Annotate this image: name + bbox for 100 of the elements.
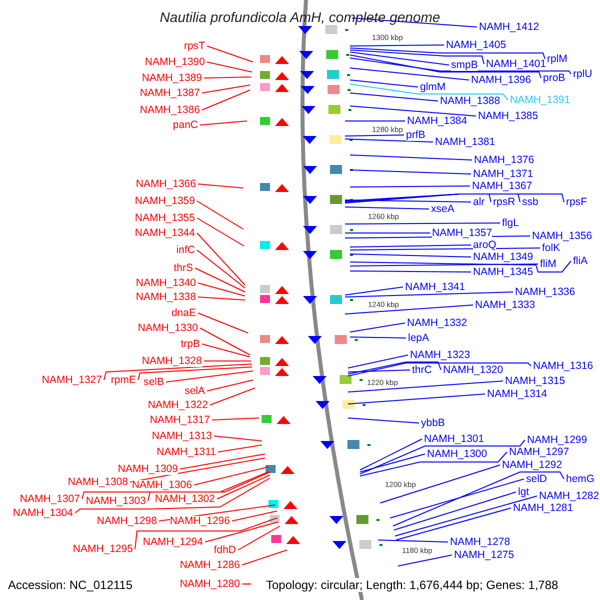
- leader-line: [202, 344, 250, 358]
- leader-line: [344, 194, 520, 202]
- leader-line: [394, 496, 538, 536]
- leader-line: [344, 138, 434, 142]
- leader-line: [204, 76, 252, 78]
- gene-label: folK: [542, 242, 560, 254]
- gene-label: NAMH_1311: [156, 446, 216, 458]
- gene-label: panC: [172, 120, 198, 130]
- gene-label: rpsT: [184, 40, 205, 52]
- leader-line: [344, 206, 430, 210]
- leader-line: [200, 120, 248, 126]
- leader-line: [206, 62, 252, 72]
- gene-label: NAMH_1316: [533, 360, 594, 372]
- leader-line: [218, 444, 262, 452]
- leader-line: [350, 260, 572, 272]
- title: Nautilia profundicola AmH, complete genome: [158, 9, 442, 25]
- gene-label: NAMH_1302: [154, 494, 215, 504]
- gene-label: NAMH_1280: [180, 578, 240, 590]
- leader-line: [204, 522, 278, 542]
- leader-line: [212, 418, 260, 420]
- leader-line: [344, 304, 474, 314]
- leader-line: [138, 366, 252, 380]
- gene-label: NAMH_1330: [138, 322, 198, 334]
- leader-line: [350, 336, 406, 338]
- gene-label: NAMH_1391: [510, 94, 570, 106]
- leader-line: [348, 418, 420, 424]
- gene-label: trpB: [180, 338, 200, 350]
- leader-line: [344, 292, 514, 298]
- leader-line: [350, 170, 472, 174]
- gene-label: NAMH_1278: [450, 536, 510, 548]
- gene-label: NAMH_1322: [148, 400, 208, 410]
- gene-label: NAMH_1296: [170, 516, 230, 526]
- leader-line: [344, 120, 406, 122]
- leader-line: [166, 370, 254, 382]
- gene-label: NAMH_1300: [427, 448, 488, 460]
- leader-line: [394, 492, 516, 530]
- leader-line: [74, 478, 270, 514]
- gene-label: flgL: [502, 218, 519, 228]
- leader-line: [350, 68, 470, 80]
- gene-label: smpB: [451, 60, 478, 70]
- gene-label: NAMH_1323: [410, 350, 470, 360]
- gene-label: NAMH_1371: [473, 168, 534, 180]
- leader-line: [350, 186, 470, 188]
- footer-text: Accession: NC_012115: [8, 578, 133, 592]
- leader-line: [344, 194, 492, 202]
- leader-line: [194, 268, 246, 292]
- gene-label: NAMH_1282: [539, 490, 600, 502]
- leader-line: [344, 134, 404, 136]
- leader-line: [206, 46, 254, 62]
- gene-label: NAMH_1340: [136, 278, 196, 288]
- leader-line: [350, 264, 538, 266]
- gene-label: NAMH_1367: [472, 180, 532, 192]
- leader-line: [350, 270, 472, 272]
- gene-label: dnaE: [171, 308, 196, 318]
- leader-line: [242, 550, 288, 566]
- leader-line: [238, 526, 280, 550]
- gene-label: NAMH_1295: [72, 544, 133, 554]
- leader-line: [348, 394, 486, 404]
- leader-line: [350, 50, 484, 64]
- leader-line: [350, 244, 472, 248]
- gene-label: aroQ: [473, 240, 496, 250]
- leader-line: [350, 248, 540, 250]
- gene-label: infC: [176, 244, 195, 256]
- gene-label: rpsF: [566, 196, 587, 208]
- leader-line: [206, 380, 254, 392]
- gene-label: NAMH_1292: [502, 460, 562, 470]
- gene-label: NAMH_1303: [86, 496, 146, 506]
- gene-label: NAMH_1306: [132, 480, 192, 490]
- gene-label: NAMH_1304: [12, 508, 73, 518]
- leader-line: [350, 44, 444, 46]
- gene-label: thrC: [412, 364, 432, 376]
- gene-label: selD: [526, 474, 548, 484]
- gene-label: NAMH_1387: [140, 88, 200, 98]
- gene-label: rplU: [573, 68, 592, 80]
- gene-label: NAMH_1320: [443, 364, 504, 376]
- leader-line: [378, 540, 448, 542]
- leader-line: [360, 438, 422, 470]
- leader-line: [348, 380, 504, 392]
- gene-label: fliM: [540, 258, 556, 270]
- gene-label: NAMH_1297: [509, 446, 570, 458]
- gene-label: NAMH_1336: [515, 286, 576, 298]
- gene-label: NAMH_1390: [144, 56, 205, 68]
- gene-label: NAMH_1307: [20, 494, 80, 504]
- leader-line: [396, 508, 512, 540]
- gene-label: proB: [543, 72, 566, 84]
- gene-label: NAMH_1349: [473, 252, 534, 262]
- leader-line: [216, 474, 270, 500]
- leader-line: [210, 388, 256, 406]
- leader-line: [352, 18, 478, 28]
- leader-line: [350, 80, 418, 88]
- leader-line: [350, 54, 542, 78]
- gene-label: glmM: [420, 82, 446, 92]
- gene-label: NAMH_1344: [134, 228, 195, 238]
- leader-line: [198, 282, 246, 296]
- gene-label: NAMH_1384: [407, 116, 468, 126]
- gene-label: NAMH_1388: [440, 96, 500, 106]
- leader-line: [350, 58, 572, 74]
- gene-label: NAMH_1275: [454, 550, 514, 560]
- gene-label: NAMH_1314: [487, 388, 548, 400]
- leader-line: [202, 84, 250, 94]
